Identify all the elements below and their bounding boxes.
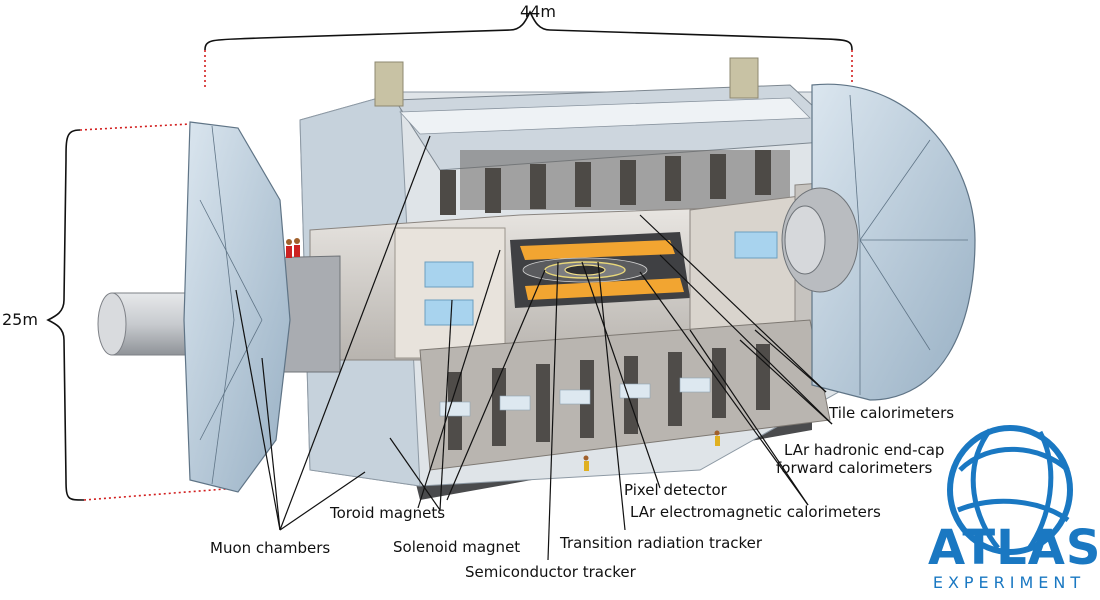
label-semiconductor-tracker: Semiconductor tracker: [465, 563, 636, 581]
label-toroid-magnets: Toroid magnets: [330, 504, 446, 522]
right-muon-wheel: [781, 83, 976, 401]
label-pixel-detector: Pixel detector: [624, 481, 727, 499]
label-muon-chambers: Muon chambers: [210, 539, 331, 557]
toroid-upper-assembly: [374, 57, 852, 215]
label-lar-hadronic-line2: forward calorimeters: [776, 459, 933, 477]
leader-lines: [235, 135, 833, 561]
label-tile-calorimeters: Tile calorimeters: [829, 404, 955, 422]
height-dimension-marker: [46, 123, 239, 501]
height-dimension-label: 25m: [2, 310, 38, 329]
length-dimension-label: 44m: [520, 2, 556, 21]
label-lar-hadronic-line1: LAr hadronic end-cap: [784, 441, 945, 459]
people-for-scale: [286, 238, 720, 471]
label-solenoid-magnet: Solenoid magnet: [393, 538, 521, 556]
atlas-logo-globe: [947, 425, 1073, 555]
left-muon-wheel: [183, 121, 291, 493]
atlas-logo-subtitle: EXPERIMENT: [932, 573, 1086, 592]
label-transition-radiation-tracker: Transition radiation tracker: [560, 534, 763, 552]
length-dimension-marker: [204, 10, 853, 88]
inner-detector-core: [510, 232, 690, 308]
toroid-lower-assembly: [419, 319, 831, 471]
atlas-logo-word: ATLAS: [928, 520, 1100, 576]
label-lar-em-calorimeters: LAr electromagnetic calorimeters: [630, 503, 881, 521]
